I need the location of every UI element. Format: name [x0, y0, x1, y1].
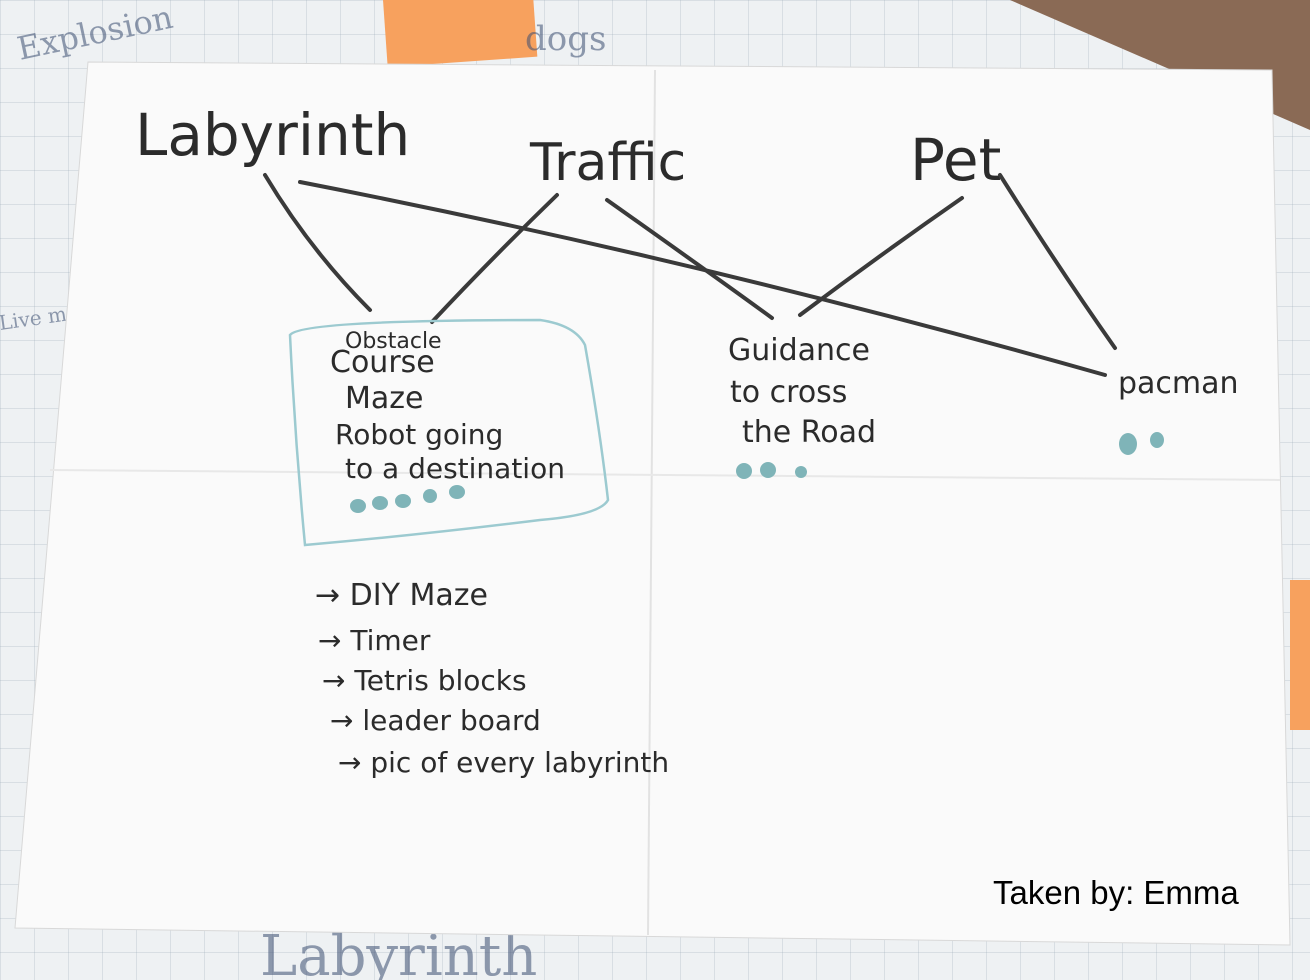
paper-fold-vertical [647, 69, 656, 936]
vote-dots-pacman [1119, 432, 1164, 455]
feature-pic: → pic of every labyrinth [338, 746, 669, 779]
feature-tetris: → Tetris blocks [322, 664, 527, 697]
heading-traffic: Traffic [529, 133, 686, 193]
link-pet-pacman [998, 173, 1117, 350]
link-pet-guidance [798, 196, 964, 317]
vote-dots-guidance [736, 462, 807, 479]
idea-to-cross: to cross [730, 375, 847, 410]
paper-fold-horizontal [49, 469, 1281, 481]
idea-guidance: Guidance [728, 333, 870, 368]
feature-diy-maze: → DIY Maze [315, 578, 488, 613]
idea-destination: to a destination [345, 452, 565, 485]
heading-pet: Pet [910, 126, 1001, 194]
idea-box-outline [288, 318, 610, 547]
photo-credit: Taken by: Emma [993, 874, 1239, 911]
vote-dots-labyrinth [350, 485, 465, 513]
bg-text-explosion: Explosion [14, 0, 176, 68]
bg-text-dogs: dogs [525, 19, 606, 59]
link-labyrinth-obstacle [263, 173, 372, 312]
link-traffic-obstacle [430, 193, 559, 324]
feature-timer: → Timer [318, 624, 431, 657]
idea-the-road: the Road [742, 415, 876, 450]
idea-pacman: pacman [1118, 366, 1239, 401]
idea-robot: Robot going [335, 418, 503, 451]
heading-labyrinth: Labyrinth [135, 101, 410, 169]
feature-leaderboard: → leader board [330, 704, 541, 737]
idea-obstacle: Obstacle [345, 329, 442, 354]
idea-maze: Maze [345, 381, 423, 416]
paper-sheet [14, 61, 1291, 946]
link-traffic-guidance [605, 198, 774, 320]
idea-course: Course [330, 345, 435, 380]
sticky-note-right [1290, 580, 1310, 730]
